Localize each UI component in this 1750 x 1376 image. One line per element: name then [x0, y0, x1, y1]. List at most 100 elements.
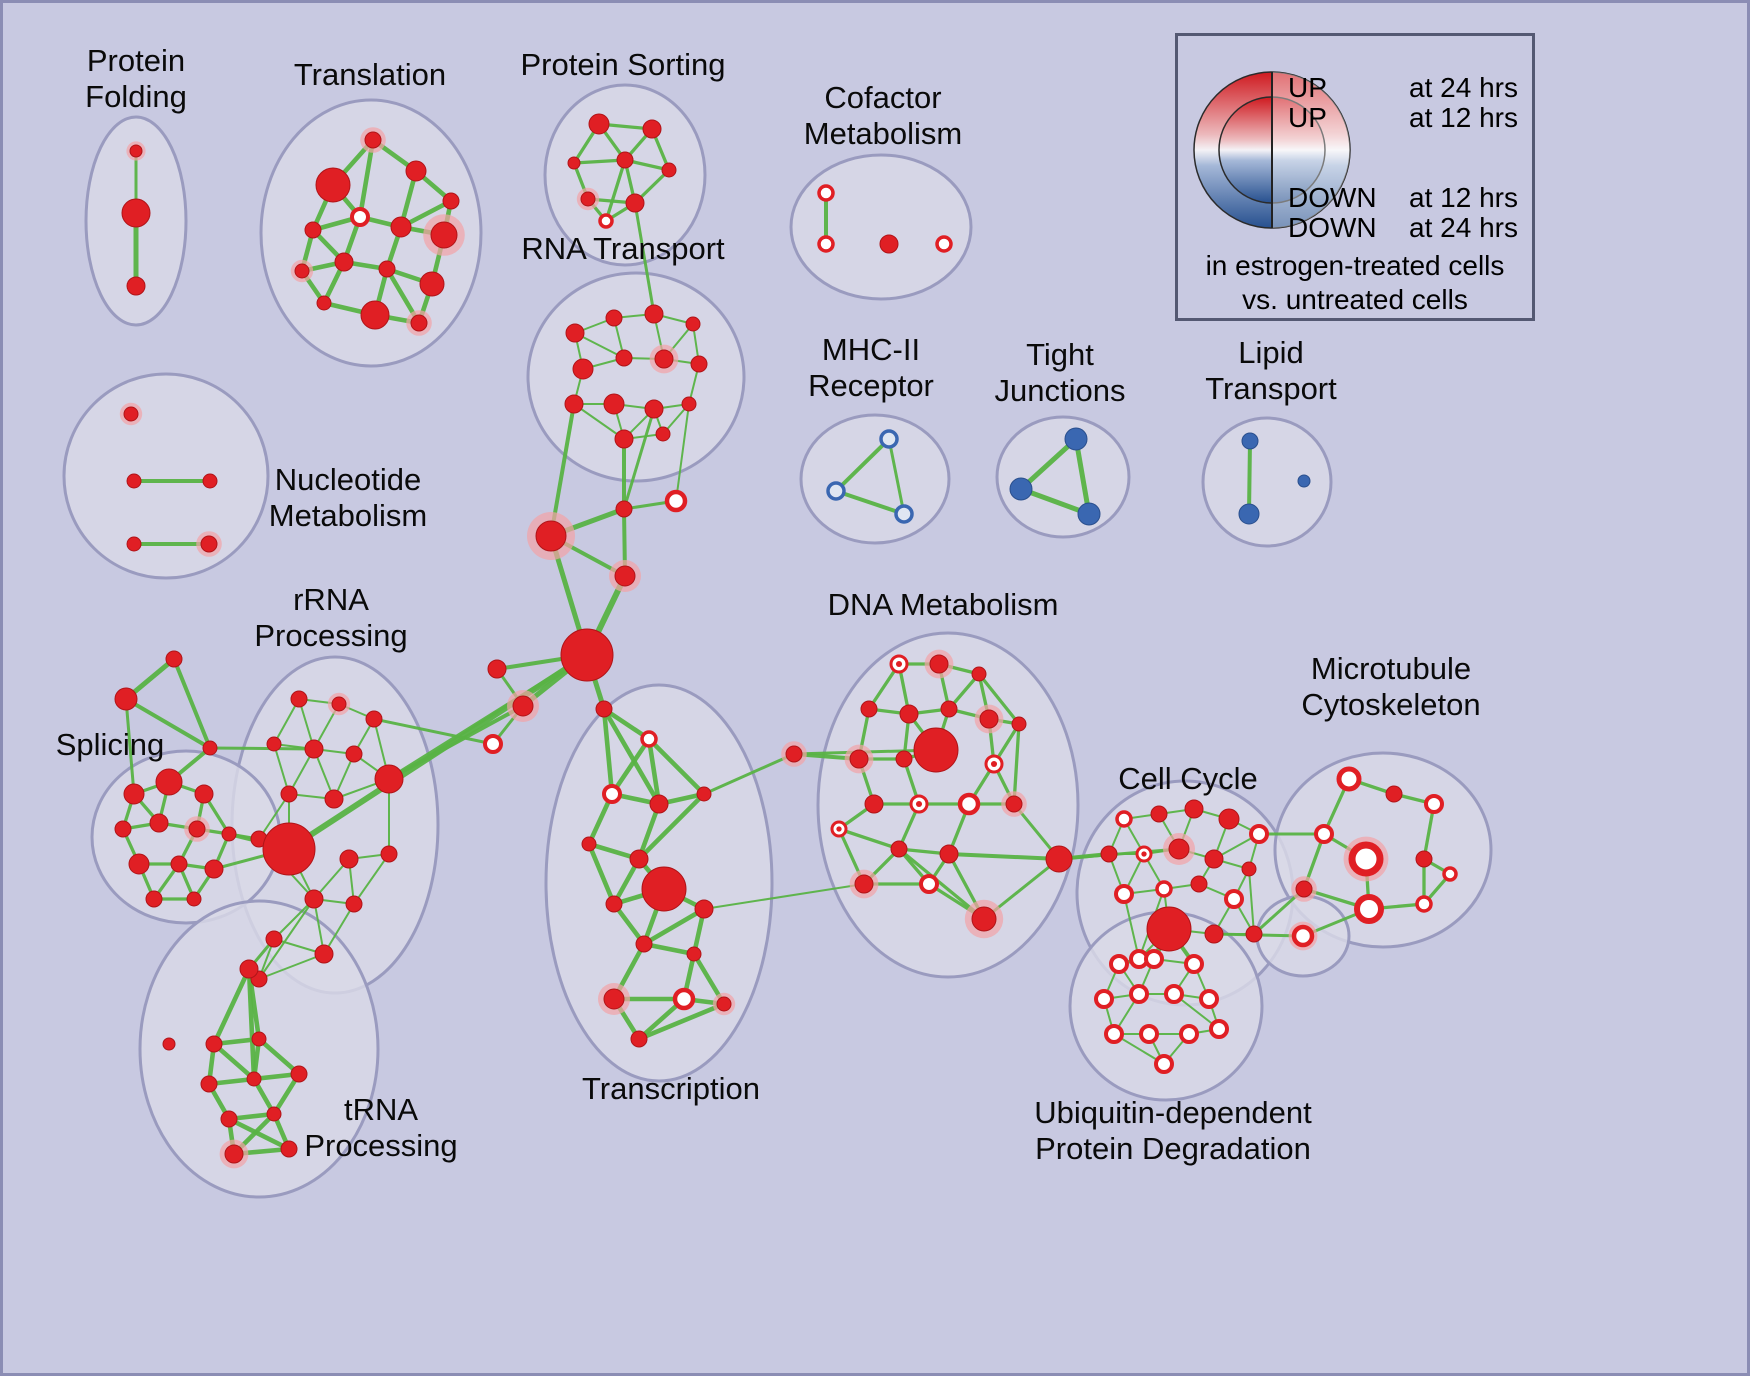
- node-rr3[interactable]: [365, 710, 383, 728]
- node-dm12[interactable]: [984, 754, 1004, 774]
- node-tn1[interactable]: [239, 959, 259, 979]
- node-tr14[interactable]: [360, 300, 390, 330]
- node-dm6[interactable]: [940, 700, 958, 718]
- node-ub5[interactable]: [1129, 984, 1149, 1004]
- node-mh1[interactable]: [879, 429, 899, 449]
- node-tn2[interactable]: [205, 1035, 223, 1053]
- node-tx2[interactable]: [640, 730, 658, 748]
- node-mh3[interactable]: [894, 504, 914, 524]
- node-tx3[interactable]: [602, 784, 622, 804]
- node-rr13[interactable]: [380, 845, 398, 863]
- node-sp12[interactable]: [186, 891, 202, 907]
- node-rr15[interactable]: [345, 895, 363, 913]
- node-mc10[interactable]: [1442, 866, 1458, 882]
- node-pf2[interactable]: [121, 198, 151, 228]
- node-sp5[interactable]: [149, 813, 169, 833]
- node-sp8[interactable]: [128, 853, 150, 875]
- node-dm16[interactable]: [1001, 791, 1027, 817]
- node-b8[interactable]: [483, 734, 503, 754]
- node-tx14[interactable]: [672, 987, 696, 1011]
- node-rt12[interactable]: [681, 396, 697, 412]
- node-mc1[interactable]: [1336, 766, 1362, 792]
- node-dm13[interactable]: [864, 794, 884, 814]
- node-b9[interactable]: [781, 741, 807, 767]
- node-nm1[interactable]: [119, 402, 143, 426]
- node-ub12[interactable]: [1154, 1054, 1174, 1074]
- node-ps3[interactable]: [567, 156, 581, 170]
- node-ub10[interactable]: [1179, 1024, 1199, 1044]
- node-b6[interactable]: [487, 659, 507, 679]
- node-ub2[interactable]: [1144, 949, 1164, 969]
- node-mc5[interactable]: [1343, 836, 1389, 882]
- node-lp2[interactable]: [1238, 503, 1260, 525]
- node-rt10[interactable]: [603, 393, 625, 415]
- node-rt2[interactable]: [605, 309, 623, 327]
- node-tx4[interactable]: [649, 794, 669, 814]
- node-tr12[interactable]: [419, 271, 445, 297]
- node-tx11[interactable]: [635, 935, 653, 953]
- node-cf2[interactable]: [817, 235, 835, 253]
- node-mc8[interactable]: [1354, 894, 1384, 924]
- node-cc8[interactable]: [1163, 833, 1195, 865]
- node-ps5[interactable]: [661, 162, 677, 178]
- node-nm4[interactable]: [126, 536, 142, 552]
- node-tr4[interactable]: [442, 192, 460, 210]
- node-cc9[interactable]: [1204, 849, 1224, 869]
- node-cc16[interactable]: [1204, 924, 1224, 944]
- node-mc6[interactable]: [1415, 850, 1433, 868]
- node-b3[interactable]: [527, 512, 575, 560]
- node-tx15[interactable]: [712, 992, 736, 1016]
- node-tn7[interactable]: [220, 1110, 238, 1128]
- node-cf4[interactable]: [935, 235, 953, 253]
- node-rt5[interactable]: [572, 358, 594, 380]
- node-dm18[interactable]: [890, 840, 908, 858]
- node-tn3[interactable]: [251, 1031, 267, 1047]
- node-tr6[interactable]: [350, 207, 370, 227]
- node-dm2[interactable]: [924, 649, 954, 679]
- node-nm5[interactable]: [196, 531, 222, 557]
- node-ub9[interactable]: [1139, 1024, 1159, 1044]
- node-rr12[interactable]: [339, 849, 359, 869]
- node-tr10[interactable]: [334, 252, 354, 272]
- node-cc4[interactable]: [1218, 808, 1240, 830]
- node-mc2[interactable]: [1385, 785, 1403, 803]
- node-tn6[interactable]: [290, 1065, 308, 1083]
- node-cf1[interactable]: [817, 184, 835, 202]
- node-dm17[interactable]: [830, 820, 848, 838]
- node-tx8[interactable]: [641, 866, 687, 912]
- node-rr1[interactable]: [290, 690, 308, 708]
- node-rr17[interactable]: [314, 944, 334, 964]
- node-b2[interactable]: [664, 489, 688, 513]
- node-rr16[interactable]: [265, 930, 283, 948]
- node-rt11[interactable]: [644, 399, 664, 419]
- node-rt6[interactable]: [615, 349, 633, 367]
- node-rt3[interactable]: [644, 304, 664, 324]
- node-rr2[interactable]: [327, 692, 351, 716]
- node-ub3[interactable]: [1184, 954, 1204, 974]
- node-ub11[interactable]: [1209, 1019, 1229, 1039]
- node-cc0[interactable]: [1045, 845, 1073, 873]
- node-tr13[interactable]: [316, 295, 332, 311]
- node-rt4[interactable]: [685, 316, 701, 332]
- node-rr11[interactable]: [262, 822, 316, 876]
- node-rt13[interactable]: [614, 429, 634, 449]
- node-b1[interactable]: [615, 500, 633, 518]
- node-tn4[interactable]: [200, 1075, 218, 1093]
- node-sp3[interactable]: [194, 784, 214, 804]
- node-mc4[interactable]: [1314, 824, 1334, 844]
- node-sn1[interactable]: [1288, 921, 1318, 951]
- node-tn9[interactable]: [219, 1139, 249, 1169]
- node-mc9[interactable]: [1415, 895, 1433, 913]
- node-rr9[interactable]: [324, 789, 344, 809]
- node-dm11[interactable]: [913, 727, 959, 773]
- node-ps6[interactable]: [576, 187, 600, 211]
- node-sp4[interactable]: [114, 820, 132, 838]
- node-ps7[interactable]: [625, 193, 645, 213]
- node-tr3[interactable]: [405, 160, 427, 182]
- node-rr14[interactable]: [304, 889, 324, 909]
- node-sp2[interactable]: [155, 768, 183, 796]
- node-cc7[interactable]: [1135, 845, 1153, 863]
- node-cc2[interactable]: [1150, 805, 1168, 823]
- node-tn11[interactable]: [162, 1037, 176, 1051]
- node-tr11[interactable]: [378, 260, 396, 278]
